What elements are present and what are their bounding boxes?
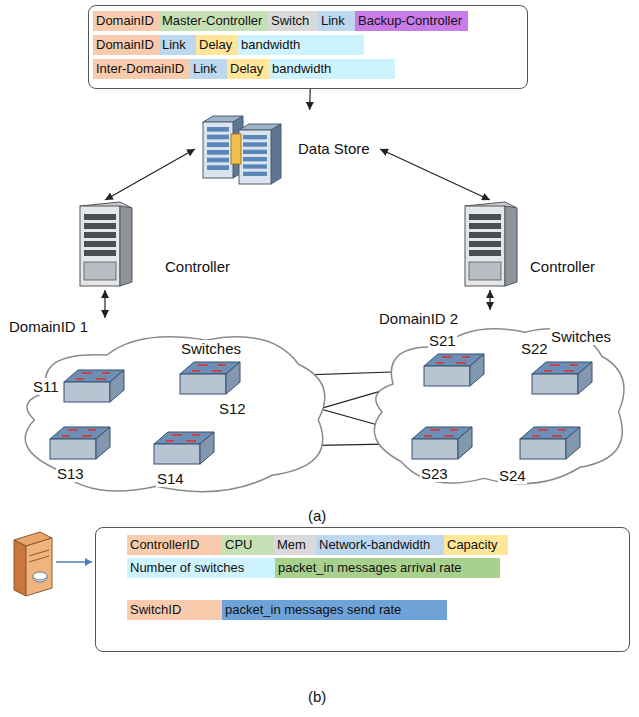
- group-label: Switches: [180, 340, 242, 357]
- switch: S24: [518, 425, 582, 461]
- field-label: packet_in messages arrival rate: [278, 558, 462, 578]
- field-label: Link: [162, 35, 186, 55]
- group-label: Switches: [550, 328, 612, 345]
- switch-label: S11: [32, 378, 60, 395]
- field-cell: Mem: [274, 535, 316, 555]
- field-label: Backup-Controller: [358, 11, 462, 31]
- field-label: DomainID: [96, 11, 154, 31]
- field-label: CPU: [225, 535, 252, 555]
- subfigure-label: (b): [308, 688, 326, 705]
- node-label: Controller: [165, 258, 230, 275]
- field-label: Inter-DomainID: [96, 59, 184, 79]
- switch-icon: [410, 425, 474, 461]
- domain-cloud: DomainID 1SwitchesS11S12S13S14: [8, 318, 338, 503]
- switch-icon: [62, 368, 126, 404]
- switch-label: S12: [218, 400, 247, 417]
- switch-label: S14: [156, 470, 185, 487]
- switch-label: S13: [56, 465, 85, 482]
- field-label: Link: [193, 59, 217, 79]
- field-cell: Master-Controller: [159, 11, 268, 31]
- node-label: Controller: [530, 258, 595, 275]
- field-label: Number of switches: [130, 558, 244, 578]
- field-cell: bandwidth: [238, 35, 364, 55]
- field-label: Link: [321, 11, 345, 31]
- field-label: Switch: [271, 11, 309, 31]
- switch-label: S22: [520, 340, 549, 357]
- field-label: SwitchID: [130, 600, 181, 620]
- connector: [380, 149, 490, 200]
- switch-icon: [152, 430, 216, 466]
- field-cell: Delay: [196, 35, 238, 55]
- field-cell: DomainID: [93, 35, 159, 55]
- field-cell: Switch: [268, 11, 318, 31]
- field-cell: CPU: [222, 535, 274, 555]
- controller: Controller: [70, 200, 245, 290]
- field-label: Capacity: [447, 535, 498, 555]
- field-cell: packet_in messages send rate: [222, 600, 447, 620]
- field-cell: packet_in messages arrival rate: [275, 558, 500, 578]
- server-tower-icon: [455, 200, 525, 290]
- data-store-icon: [195, 110, 290, 188]
- field-label: Network-bandwidth: [319, 535, 430, 555]
- connector: [309, 89, 311, 110]
- switch-icon: [422, 352, 486, 388]
- switch: S14: [152, 430, 216, 466]
- switch: S21: [422, 352, 486, 388]
- switch: S13: [48, 425, 112, 461]
- field-cell: SwitchID: [127, 600, 222, 620]
- field-label: packet_in messages send rate: [225, 600, 401, 620]
- field-cell: Capacity: [444, 535, 508, 555]
- switch-label: S23: [420, 465, 449, 482]
- switch-label: S21: [428, 332, 457, 349]
- data-store: Data Store: [195, 110, 380, 188]
- domain-label: DomainID 2: [378, 310, 459, 327]
- field-cell: DomainID: [93, 11, 159, 31]
- switch-icon: [530, 360, 594, 396]
- field-label: Delay: [230, 59, 263, 79]
- switch: S23: [410, 425, 474, 461]
- field-cell: bandwidth: [269, 59, 395, 79]
- field-cell: Link: [190, 59, 227, 79]
- field-label: Mem: [277, 535, 306, 555]
- subfigure-label: (a): [308, 507, 326, 524]
- field-cell: Backup-Controller: [355, 11, 468, 31]
- field-cell: ControllerID: [127, 535, 222, 555]
- pointer-head: [85, 558, 92, 566]
- field-cell: Delay: [227, 59, 269, 79]
- server-icon: [14, 532, 52, 596]
- field-cell: Network-bandwidth: [316, 535, 444, 555]
- switch: S12: [178, 360, 242, 396]
- field-cell: Number of switches: [127, 558, 275, 578]
- switch-icon: [48, 425, 112, 461]
- domain-cloud: DomainID 2SwitchesS21S22S23S24: [360, 310, 635, 495]
- record-box: ControllerID CPU Mem Network-bandwidth Capac…: [95, 527, 630, 652]
- switch: S22: [530, 360, 594, 396]
- switch: S11: [62, 368, 126, 404]
- connector: [104, 290, 105, 318]
- field-label: Delay: [199, 35, 232, 55]
- switch-label: S24: [498, 467, 527, 484]
- field-cell: Link: [159, 35, 196, 55]
- field-label: ControllerID: [130, 535, 199, 555]
- connector: [105, 149, 195, 200]
- field-label: bandwidth: [272, 59, 331, 79]
- node-label: Data Store: [298, 140, 370, 157]
- switch-icon: [178, 360, 242, 396]
- field-label: bandwidth: [241, 35, 300, 55]
- field-cell: Link: [318, 11, 355, 31]
- controller: Controller: [455, 200, 630, 290]
- connector: [489, 290, 490, 310]
- domain-label: DomainID 1: [8, 318, 89, 335]
- server-tower-icon: [70, 200, 140, 290]
- field-label: DomainID: [96, 35, 154, 55]
- field-cell: Inter-DomainID: [93, 59, 190, 79]
- record-box: DomainIDMaster-ControllerSwitchLinkBacku…: [88, 5, 528, 89]
- field-label: Master-Controller: [162, 11, 262, 31]
- switch-icon: [518, 425, 582, 461]
